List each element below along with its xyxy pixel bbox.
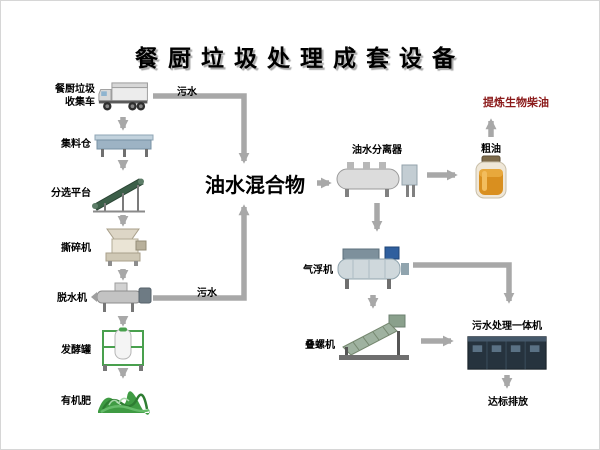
sewage-treatment-unit-image [463, 331, 551, 373]
label-air-flotation-machine: 气浮机 [303, 265, 333, 276]
label-collection-truck: 餐厨垃圾 收集车 [55, 84, 95, 108]
label-screw-press: 叠螺机 [305, 340, 335, 351]
label-oil-water-mixture: 油水混合物 [205, 173, 305, 197]
label-sewage-top: 污水 [177, 87, 197, 98]
shredder-image [95, 227, 151, 267]
label-refine-biodiesel: 提炼生物柴油 [483, 96, 549, 109]
label-standard-discharge: 达标排放 [488, 397, 528, 408]
label-organic-fertilizer: 有机肥 [61, 396, 91, 407]
feed-hopper-image [93, 129, 157, 159]
label-sewage-treatment-unit: 污水处理一体机 [472, 321, 542, 332]
collection-truck-image [97, 77, 153, 115]
label-crude-oil: 粗油 [481, 144, 501, 155]
label-fermentation-tank: 发酵罐 [61, 345, 91, 356]
dewatering-machine-image [89, 281, 153, 315]
oil-water-separator-image [333, 153, 421, 199]
sorting-platform-image [91, 171, 151, 213]
crude-oil-jar-image [469, 153, 513, 201]
diagram-title: 餐厨垃圾处理成套设备 [135, 46, 465, 72]
label-shredder: 撕碎机 [61, 243, 91, 254]
screw-press-image [337, 313, 415, 363]
label-feed-hopper: 集料仓 [61, 139, 91, 150]
label-sorting-platform: 分选平台 [51, 188, 91, 199]
air-flotation-machine-image [335, 241, 411, 291]
organic-fertilizer-image [95, 379, 153, 415]
fermentation-tank-image [97, 327, 149, 371]
label-dewatering-machine: 脱水机 [57, 293, 87, 304]
label-oil-water-separator: 油水分离器 [352, 145, 402, 156]
label-sewage-bottom: 污水 [197, 288, 217, 299]
